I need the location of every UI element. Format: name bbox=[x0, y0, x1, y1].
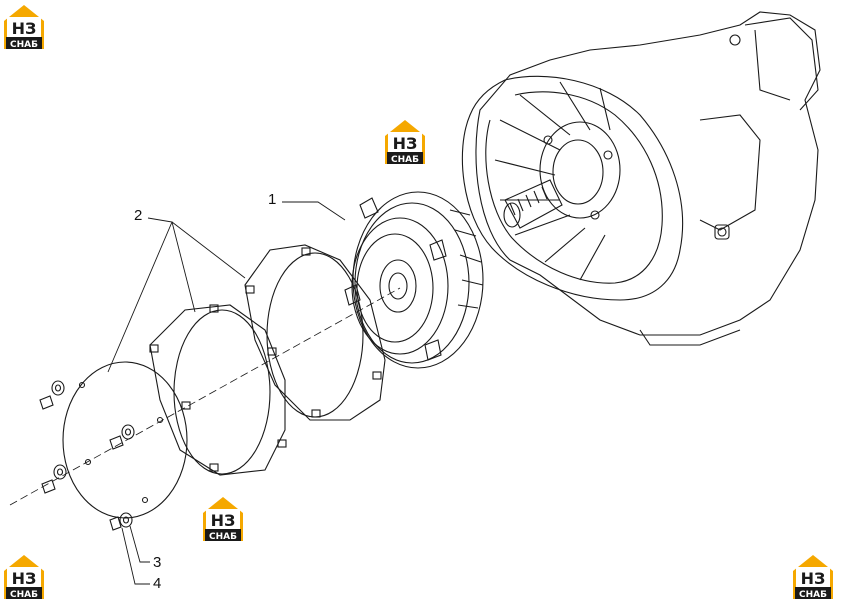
drive-plate bbox=[62, 361, 188, 519]
center-axis-line bbox=[9, 287, 401, 506]
callout-2: 2 bbox=[134, 207, 142, 224]
leader-2c bbox=[171, 221, 246, 279]
gasket-plate-middle bbox=[149, 304, 287, 476]
bolts-and-washers bbox=[39, 380, 135, 531]
leader-1 bbox=[282, 201, 346, 221]
watermark-logo-center-bottom: НЗ СНАБ bbox=[203, 497, 243, 542]
svg-text:НЗ: НЗ bbox=[12, 19, 37, 38]
leader-4 bbox=[121, 527, 150, 585]
leader-lines bbox=[107, 201, 346, 585]
svg-text:СНАБ: СНАБ bbox=[391, 155, 419, 165]
svg-text:НЗ: НЗ bbox=[393, 134, 418, 153]
leader-3 bbox=[129, 525, 150, 563]
torque-converter bbox=[344, 191, 484, 369]
callout-1: 1 bbox=[268, 191, 276, 208]
svg-text:СНАБ: СНАБ bbox=[10, 40, 38, 50]
svg-text:НЗ: НЗ bbox=[12, 569, 37, 588]
watermark-logo-bottom-left: НЗ СНАБ bbox=[4, 555, 44, 600]
svg-text:НЗ: НЗ bbox=[801, 569, 826, 588]
svg-text:НЗ: НЗ bbox=[211, 511, 236, 530]
leader-2 bbox=[107, 217, 173, 373]
svg-text:СНАБ: СНАБ bbox=[799, 590, 827, 600]
svg-text:СНАБ: СНАБ bbox=[209, 532, 237, 542]
transmission-housing bbox=[461, 11, 821, 346]
watermark-logo-center-top: НЗ СНАБ bbox=[385, 120, 425, 165]
svg-text:СНАБ: СНАБ bbox=[10, 590, 38, 600]
watermark-logo-top-left: НЗ СНАБ bbox=[4, 5, 44, 50]
callout-4: 4 bbox=[153, 575, 161, 592]
leader-2b bbox=[171, 221, 196, 313]
watermark-logo-bottom-right: НЗ СНАБ bbox=[793, 555, 833, 600]
callout-3: 3 bbox=[153, 554, 161, 571]
